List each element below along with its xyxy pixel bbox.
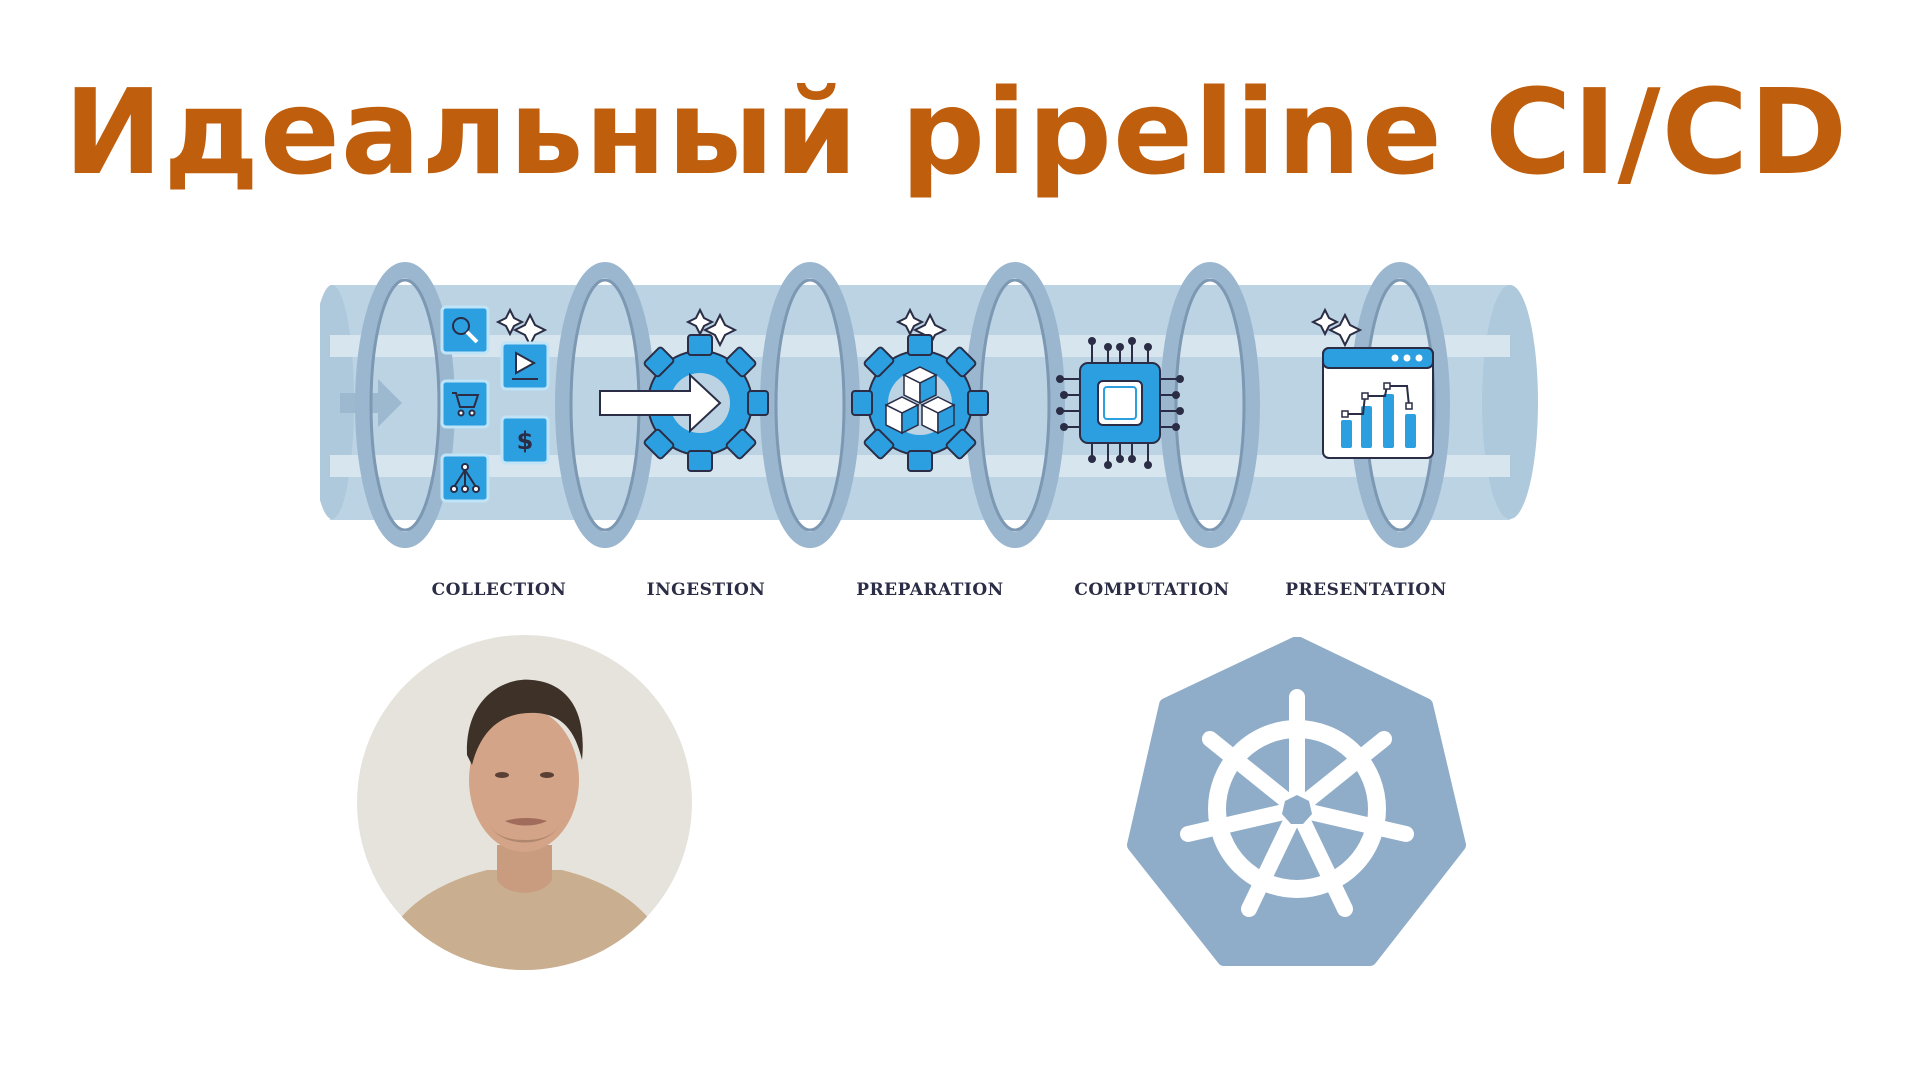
dashboard-chart-icon [1322, 347, 1434, 459]
stage-label-collection: COLLECTION [431, 580, 567, 600]
hierarchy-icon [440, 453, 490, 503]
svg-text:$: $ [517, 427, 534, 455]
search-icon [440, 305, 490, 355]
stage-label-presentation: PRESENTATION [1285, 580, 1447, 600]
pipeline-stage-labels: COLLECTION INGESTION PREPARATION COMPUTA… [0, 580, 1920, 610]
kubernetes-logo [1127, 637, 1466, 966]
cpu-chip-icon [1056, 337, 1184, 469]
stage-label-ingestion: INGESTION [646, 580, 766, 600]
helm-wheel-icon [1180, 689, 1414, 917]
speaker-avatar [357, 635, 692, 970]
dollar-icon: $ [500, 415, 550, 465]
cart-icon [440, 379, 490, 429]
stage-label-preparation: PREPARATION [856, 580, 1004, 600]
slide-title: Идеальный pipeline CI/CD [63, 63, 1849, 201]
gear-arrow-icon [599, 334, 769, 472]
pipeline-illustration: $ [320, 262, 1538, 548]
stage-label-computation: COMPUTATION [1074, 580, 1230, 600]
play-icon [500, 341, 550, 391]
gear-cubes-icon [851, 334, 989, 472]
speaker-video [357, 635, 692, 970]
